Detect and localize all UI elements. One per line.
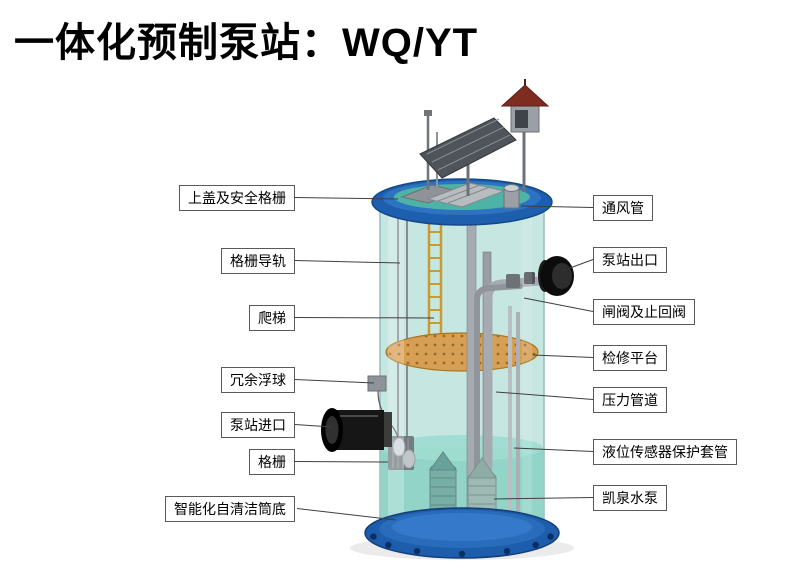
- leader-lines: [294, 197, 594, 521]
- maintenance-platform: [385, 332, 539, 372]
- leader-grille: [294, 461, 389, 463]
- pump-1: [429, 451, 457, 519]
- callout-redundant-float: 冗余浮球: [221, 367, 295, 393]
- callout-outlet: 泵站出口: [593, 247, 667, 273]
- callout-kaiquan-pump: 凯泉水泵: [593, 485, 667, 511]
- leader-sensor: [513, 447, 594, 452]
- base-flange: [364, 507, 560, 559]
- leader-outlet: [569, 259, 594, 269]
- safety-grille-hatch: [400, 182, 506, 208]
- level-sensor-tubes: [508, 306, 520, 514]
- top-lid: [371, 178, 553, 226]
- leader-inlet: [294, 424, 333, 428]
- leader-pressure-pipe: [495, 391, 594, 400]
- leader-vent: [520, 205, 594, 208]
- callout-inlet: 泵站进口: [221, 412, 295, 438]
- callout-level-sensor-sleeve: 液位传感器保护套管: [593, 439, 737, 465]
- callout-pressure-pipe: 压力管道: [593, 387, 667, 413]
- inlet-pipe: [321, 408, 392, 452]
- callout-valves: 闸阀及止回阀: [593, 299, 695, 325]
- vent-pipe: [503, 184, 520, 209]
- callout-grille: 格栅: [249, 449, 295, 475]
- page-title: 一体化预制泵站：WQ/YT: [14, 21, 479, 65]
- callout-grille-guide-rail: 格栅导轨: [221, 248, 295, 274]
- leader-ladder: [294, 317, 435, 319]
- solar-panel: [419, 117, 517, 196]
- callout-vent-pipe: 通风管: [593, 195, 653, 221]
- leader-bottom: [296, 508, 397, 521]
- glass-highlight: [388, 214, 404, 520]
- leader-top-cover: [294, 197, 399, 200]
- control-cabinet: [500, 79, 550, 192]
- glass-highlight-2: [522, 214, 532, 520]
- flange-bolts: [370, 533, 554, 558]
- leader-float: [294, 379, 375, 384]
- callout-platform: 检修平台: [593, 345, 667, 371]
- float-balls: [367, 375, 416, 469]
- callout-top-cover-safety-grille: 上盖及安全格栅: [179, 185, 295, 211]
- leader-pump: [493, 497, 594, 500]
- leader-valves: [523, 297, 594, 312]
- callout-ladder: 爬梯: [249, 305, 295, 331]
- gate-check-valves: [506, 272, 535, 288]
- callout-self-cleaning-bottom: 智能化自清洁筒底: [165, 496, 295, 522]
- leader-guide-rail: [294, 260, 401, 264]
- leader-platform: [532, 354, 594, 358]
- outlet-flange: [538, 256, 574, 296]
